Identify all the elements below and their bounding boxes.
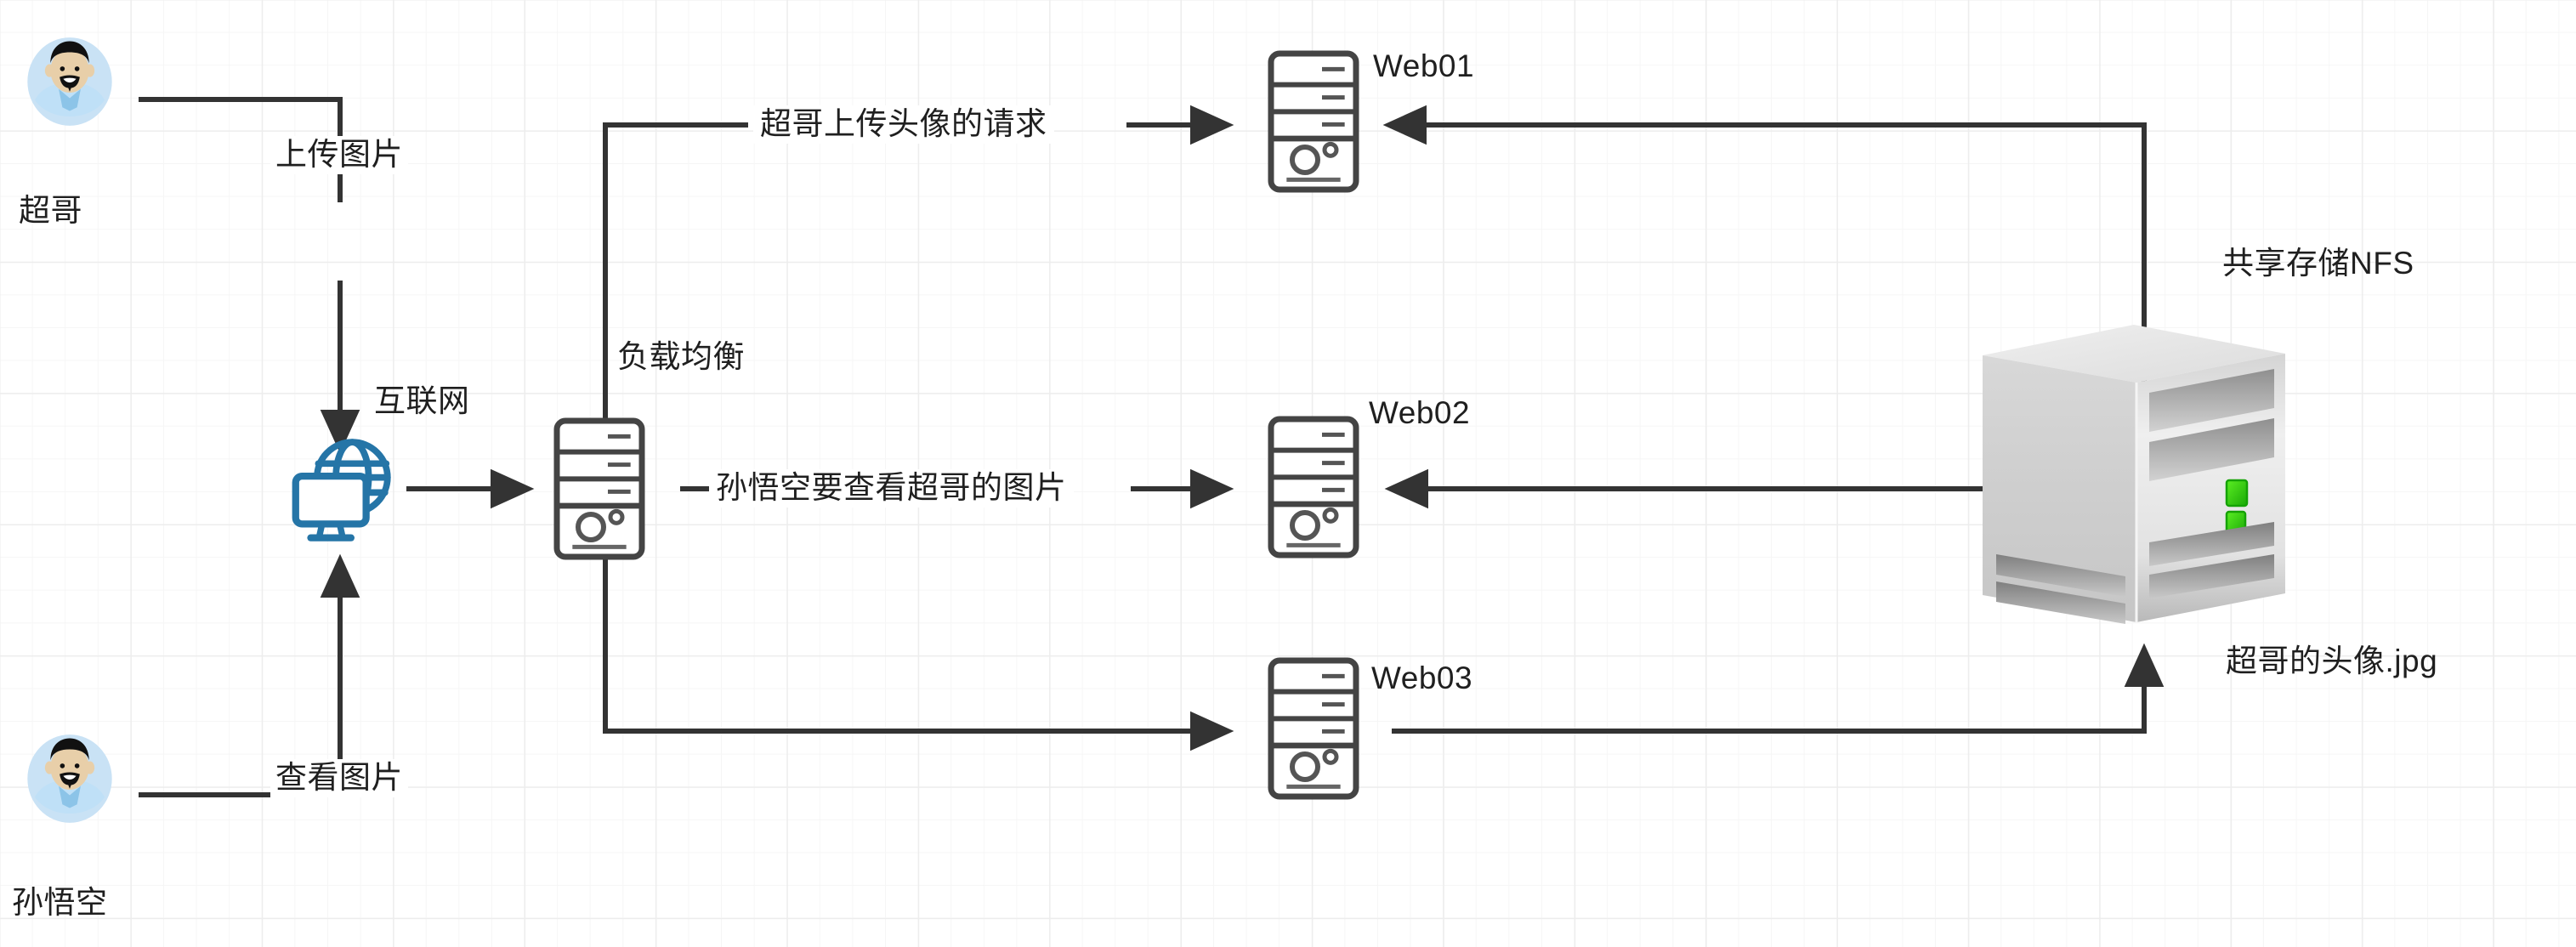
edge-label-view: 查看图片 [270, 759, 408, 797]
edge-label-view-request: 孙悟空要查看超哥的图片 [709, 469, 1074, 508]
edge-web03-nfs [1392, 643, 2165, 734]
node-label-internet: 互联网 [374, 383, 470, 418]
artifact-label-file: 超哥的头像.jpg [2226, 644, 2438, 678]
edge-lb-web01 [603, 122, 748, 421]
server-tower-icon [553, 417, 646, 565]
avatar [24, 36, 116, 128]
node-label-nfs: 共享存储NFS [2222, 246, 2414, 281]
node-label-web02: Web02 [1369, 395, 1471, 430]
actor-label-chaoge: 超哥 [19, 193, 82, 228]
server-tower-icon [1267, 415, 1360, 564]
node-label-web03: Web03 [1371, 661, 1473, 695]
avatar [24, 733, 116, 825]
edge-label-upload-request: 超哥上传头像的请求 [753, 105, 1054, 144]
actor-label-wukong: 孙悟空 [12, 885, 108, 920]
globe-monitor-icon [281, 421, 406, 551]
server-tower-icon [1267, 49, 1360, 198]
node-label-web01: Web01 [1373, 48, 1475, 83]
edge-label-upload: 上传图片 [270, 136, 408, 174]
nfs-storage-icon [1981, 323, 2287, 659]
edge-lb-web03 [603, 557, 1234, 751]
node-label-loadbalancer: 负载均衡 [617, 339, 745, 374]
server-tower-icon [1267, 656, 1360, 805]
